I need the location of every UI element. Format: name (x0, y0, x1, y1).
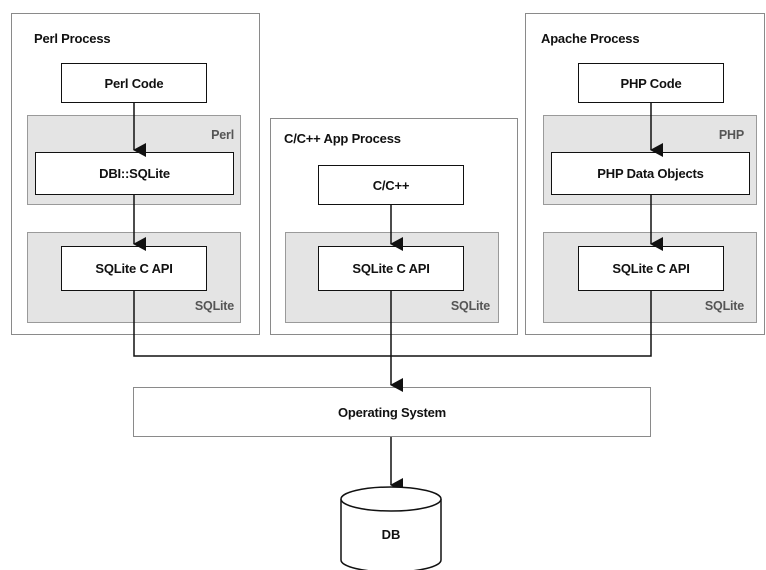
db-cylinder-icon (340, 486, 442, 570)
c-sqlite-layer-label: SQLite (450, 299, 490, 313)
apache-sqlite-layer-label: SQLite (704, 299, 744, 313)
db-label: DB (381, 527, 401, 542)
dbi-sqlite-node: DBI::SQLite (35, 152, 234, 195)
php-code-node: PHP Code (578, 63, 724, 103)
php-binding-layer-label: PHP (718, 128, 744, 142)
perl-process-title: Perl Process (34, 31, 111, 46)
c-sqlite-c-api-node: SQLite C API (318, 246, 464, 291)
perl-sqlite-c-api-node: SQLite C API (61, 246, 207, 291)
c-app-process-title: C/C++ App Process (284, 131, 401, 146)
apache-sqlite-c-api-node: SQLite C API (578, 246, 724, 291)
php-data-objects-node: PHP Data Objects (551, 152, 750, 195)
merge-line-perl (133, 291, 652, 357)
perl-code-node: Perl Code (61, 63, 207, 103)
apache-process-title: Apache Process (541, 31, 640, 46)
perl-binding-layer-label: Perl (211, 128, 234, 142)
perl-sqlite-layer-label: SQLite (194, 299, 234, 313)
c-cpp-code-node: C/C++ (318, 165, 464, 205)
operating-system-box: Operating System (133, 387, 651, 437)
